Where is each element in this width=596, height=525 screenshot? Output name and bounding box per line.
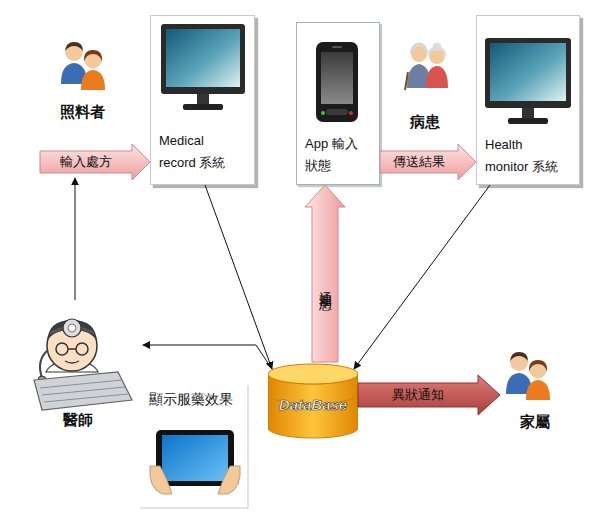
block-arrow: [305, 185, 345, 362]
doctor-node: 醫師: [25, 300, 143, 435]
tablet-icon: [150, 430, 241, 494]
node-text: Medical record 系統: [159, 130, 241, 174]
patient-node: 病患: [400, 40, 465, 135]
patient-icon: [405, 43, 448, 91]
node-text: DataBase: [268, 396, 358, 414]
tablet-frame: [140, 385, 248, 508]
database-cylinder: DataBase: [268, 362, 358, 440]
edge-label: 輸入處方: [60, 154, 112, 170]
node-text: Health monitor 系統: [485, 134, 567, 178]
block-arrow: [358, 375, 500, 415]
app-box: App 輸入狀態: [296, 22, 380, 185]
cylinder-top: [268, 364, 358, 384]
node-text: 醫師: [55, 410, 100, 430]
flow-arrow: [205, 185, 272, 369]
node-text: App 輸入狀態: [305, 133, 365, 177]
system-box: Health monitor 系統: [476, 15, 580, 185]
edge-label: 傳送結果: [393, 154, 445, 170]
phone-icon: [316, 42, 358, 122]
monitor-icon: [161, 24, 245, 110]
monitor-icon: [485, 38, 571, 124]
people-icon: [506, 352, 550, 400]
doctor-icon: [34, 319, 132, 410]
flow-arrow: [143, 345, 272, 369]
people-icon: [61, 42, 105, 90]
node-text: 家屬: [515, 412, 555, 432]
flow-arrow: [75, 178, 76, 300]
edge-label: 異狀通知: [392, 387, 444, 403]
edge-label: 通知病患: [317, 281, 333, 289]
block-arrow: [380, 144, 476, 180]
node-text: 病患: [400, 112, 450, 132]
family-node: 家屬: [500, 345, 575, 437]
edge-label: 顯示服藥效果: [149, 391, 249, 407]
node-text: 照料者: [50, 102, 115, 122]
block-arrow: [40, 144, 150, 180]
system-box: Medical record 系統: [150, 15, 255, 185]
flow-arrow: [354, 185, 490, 369]
